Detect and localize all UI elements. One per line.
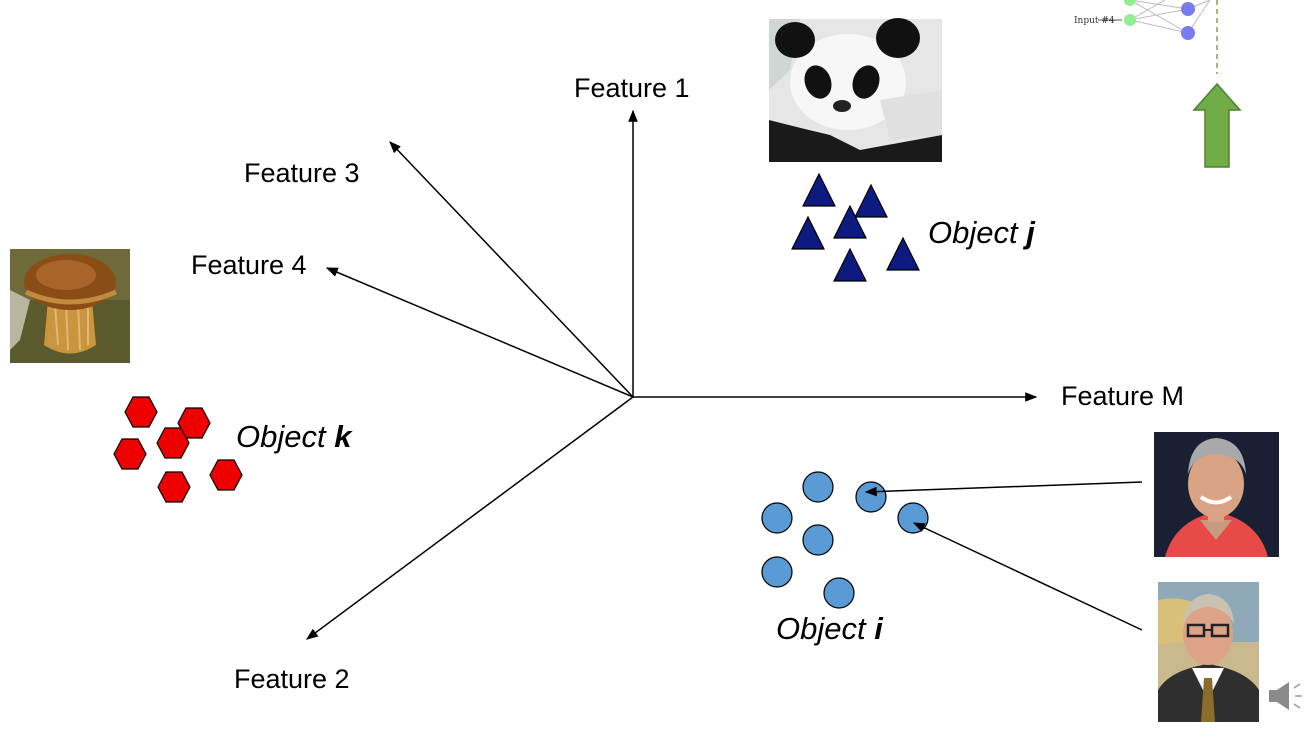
hexagon-marker <box>157 471 191 503</box>
feature-m-label: Feature M <box>1061 381 1184 411</box>
portrait-person-1 <box>1154 432 1279 557</box>
speaker-icon[interactable] <box>1269 682 1302 710</box>
feature-3-label: Feature 3 <box>244 158 360 188</box>
hexagon-marker <box>113 438 147 470</box>
circle-marker <box>761 556 793 588</box>
axis-feature-3 <box>389 141 634 398</box>
network-input-node <box>1124 0 1136 6</box>
object-j-cluster <box>791 172 920 282</box>
hexagon-marker <box>124 396 158 428</box>
network-input-node <box>1124 14 1136 26</box>
network-input-label: Input #4 <box>1074 16 1115 26</box>
neural-network-thumbnail: Input #4 <box>1074 0 1218 74</box>
triangle-marker <box>854 183 888 218</box>
hexagon-marker <box>156 427 190 459</box>
pointer-arrow-person-1 <box>864 481 1143 497</box>
triangle-marker <box>833 247 867 282</box>
object-k-label: Object k <box>236 419 353 454</box>
object-k-cluster <box>113 396 243 503</box>
feature-1-label: Feature 1 <box>574 73 690 103</box>
axis-feature-4 <box>325 267 634 398</box>
circle-marker <box>802 524 834 556</box>
hexagon-marker <box>209 459 243 491</box>
feature-2-label: Feature 2 <box>234 664 350 694</box>
panda-image <box>769 18 942 162</box>
object-i-cluster <box>761 471 929 609</box>
portrait-person-2 <box>1158 582 1259 722</box>
feature-axes <box>306 109 1038 640</box>
circle-marker <box>761 502 793 534</box>
circle-marker <box>897 502 929 534</box>
circle-marker <box>823 577 855 609</box>
green-up-arrow <box>1192 82 1242 168</box>
axis-feature-2 <box>306 396 634 640</box>
triangle-marker <box>791 215 825 250</box>
triangle-marker <box>886 236 920 271</box>
hexagon-marker <box>177 407 211 439</box>
circle-marker <box>855 481 887 513</box>
network-hidden-node <box>1181 26 1195 40</box>
object-j-label: Object j <box>928 215 1036 250</box>
feature-4-label: Feature 4 <box>191 250 307 280</box>
network-hidden-node <box>1181 2 1195 16</box>
mushroom-image <box>10 249 130 363</box>
pointer-arrow-person-2 <box>912 522 1143 631</box>
circle-marker <box>802 471 834 503</box>
triangle-marker <box>802 172 836 207</box>
triangle-marker <box>833 204 867 239</box>
object-i-label: Object i <box>776 611 884 646</box>
